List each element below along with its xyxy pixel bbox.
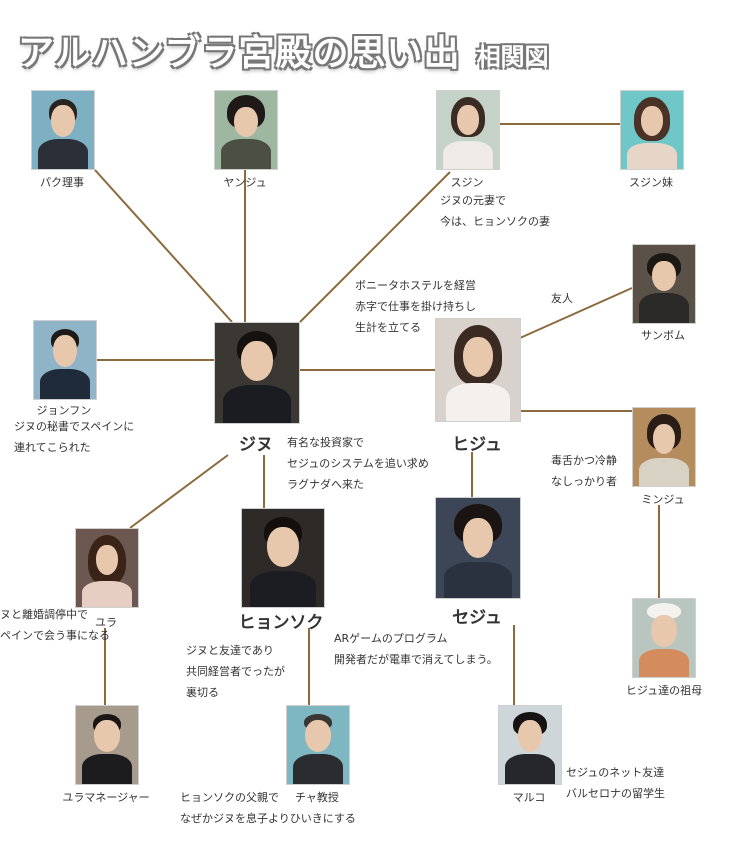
jinu-name: ジヌ xyxy=(239,435,273,455)
grandmother-photo xyxy=(632,598,696,678)
jonfun-note-line: 連れてこられた xyxy=(14,441,91,454)
jinu-note-line: ラグナダへ来た xyxy=(287,478,364,491)
park-name: パク理事 xyxy=(40,176,84,189)
yura-manager-name: ユラマネージャー xyxy=(62,791,150,804)
yanju-photo xyxy=(214,90,278,170)
jonfun-name: ジョンフン xyxy=(36,404,92,417)
diagram-title: アルハンブラ宮殿の思い出 相関図 xyxy=(18,16,549,76)
hyonsok-notes: ジヌと友達であり 共同経営者でったが 裏切る xyxy=(186,640,285,703)
yura-manager-photo xyxy=(75,705,139,785)
maruko-name: マルコ xyxy=(512,791,546,804)
hiju-notes: ボニータホステルを経営 赤字で仕事を掛け持ちし 生計を立てる xyxy=(355,275,476,338)
sujin-note-line: 今は、ヒョンソクの妻 xyxy=(440,215,550,228)
yura-name: ユラ xyxy=(95,616,117,629)
seju-note-line: ARゲームのプログラム xyxy=(334,632,448,645)
hyonsok-note-line: 裏切る xyxy=(186,686,219,699)
hiju-note-line: ボニータホステルを経営 xyxy=(355,279,476,292)
hyonsok-photo xyxy=(241,508,325,608)
sanbom-relation: 友人 xyxy=(551,292,573,305)
minju-note-line: 毒舌かつ冷静 xyxy=(551,454,617,467)
hyonsok-name: ヒョンソク xyxy=(238,613,324,633)
minju-note-line: なしっかり者 xyxy=(551,475,617,488)
sujin-notes: ジヌの元妻で 今は、ヒョンソクの妻 xyxy=(440,190,550,232)
yura-note-line: ペインで会う事になる xyxy=(0,629,110,642)
jonfun-photo xyxy=(33,320,97,400)
subtitle-text: 相関図 xyxy=(476,43,549,71)
yura-photo xyxy=(75,528,139,608)
cha-name: チャ教授 xyxy=(295,791,339,804)
line-jinu-yura xyxy=(129,454,229,529)
yanju-name: ヤンジュ xyxy=(223,176,267,189)
sanbom-photo xyxy=(632,244,696,324)
line-jinu-sujin xyxy=(299,171,451,323)
seju-name: セジュ xyxy=(452,608,502,628)
minju-name: ミンジュ xyxy=(641,493,685,506)
line-jinu-park xyxy=(94,169,233,323)
hiju-photo xyxy=(435,318,521,422)
cha-note-line: なぜかジヌを息子よりひいきにする xyxy=(180,812,356,825)
yura-notes: ヌと離婚調停中で ペインで会う事になる xyxy=(0,604,110,646)
maruko-notes: セジュのネット友達 バルセロナの留学生 xyxy=(566,762,665,804)
hiju-note-line: 生計を立てる xyxy=(355,321,421,334)
maruko-photo xyxy=(498,705,562,785)
seju-note-line: 開発者だが電車で消えてしまう。 xyxy=(334,653,498,666)
grandmother-name: ヒジュ達の祖母 xyxy=(625,684,703,697)
sanbom-name: サンボム xyxy=(641,329,685,342)
hyonsok-note-line: ジヌと友達であり xyxy=(186,644,274,657)
seju-photo xyxy=(435,497,521,599)
minju-notes: 毒舌かつ冷静 なしっかり者 xyxy=(551,450,617,492)
maruko-note-line: バルセロナの留学生 xyxy=(566,787,665,800)
jinu-notes: 有名な投資家で セジュのシステムを追い求め ラグナダへ来た xyxy=(287,432,429,495)
minju-photo xyxy=(632,407,696,487)
cha-photo xyxy=(286,705,350,785)
line-hiju-sanbom xyxy=(519,287,633,339)
sujin-name: スジン xyxy=(450,176,484,189)
hiju-name: ヒジュ xyxy=(452,435,502,455)
jinu-photo xyxy=(214,322,300,424)
jinu-note-line: 有名な投資家で xyxy=(287,436,364,449)
jonfun-notes: ジヌの秘書でスペインに 連れてこられた xyxy=(14,416,134,458)
jonfun-note-line: ジヌの秘書でスペインに xyxy=(14,420,135,433)
title-text: アルハンブラ宮殿の思い出 xyxy=(18,33,461,74)
cha-note-line: ヒョンソクの父親で xyxy=(180,791,279,804)
jinu-note-line: セジュのシステムを追い求め xyxy=(287,457,429,470)
maruko-note-line: セジュのネット友達 xyxy=(566,766,665,779)
sujin-note-line: ジヌの元妻で xyxy=(440,194,506,207)
yura-note-line: ヌと離婚調停中で xyxy=(0,608,88,621)
sujin-sister-photo xyxy=(620,90,684,170)
seju-notes: ARゲームのプログラム 開発者だが電車で消えてしまう。 xyxy=(334,628,498,670)
hyonsok-note-line: 共同経営者でったが xyxy=(186,665,285,678)
cha-notes: ヒョンソクの父親で なぜかジヌを息子よりひいきにする xyxy=(180,787,356,829)
park-photo xyxy=(31,90,95,170)
sujin-sister-name: スジン妹 xyxy=(629,176,673,189)
sujin-photo xyxy=(436,90,500,170)
hiju-note-line: 赤字で仕事を掛け持ちし xyxy=(355,300,476,313)
